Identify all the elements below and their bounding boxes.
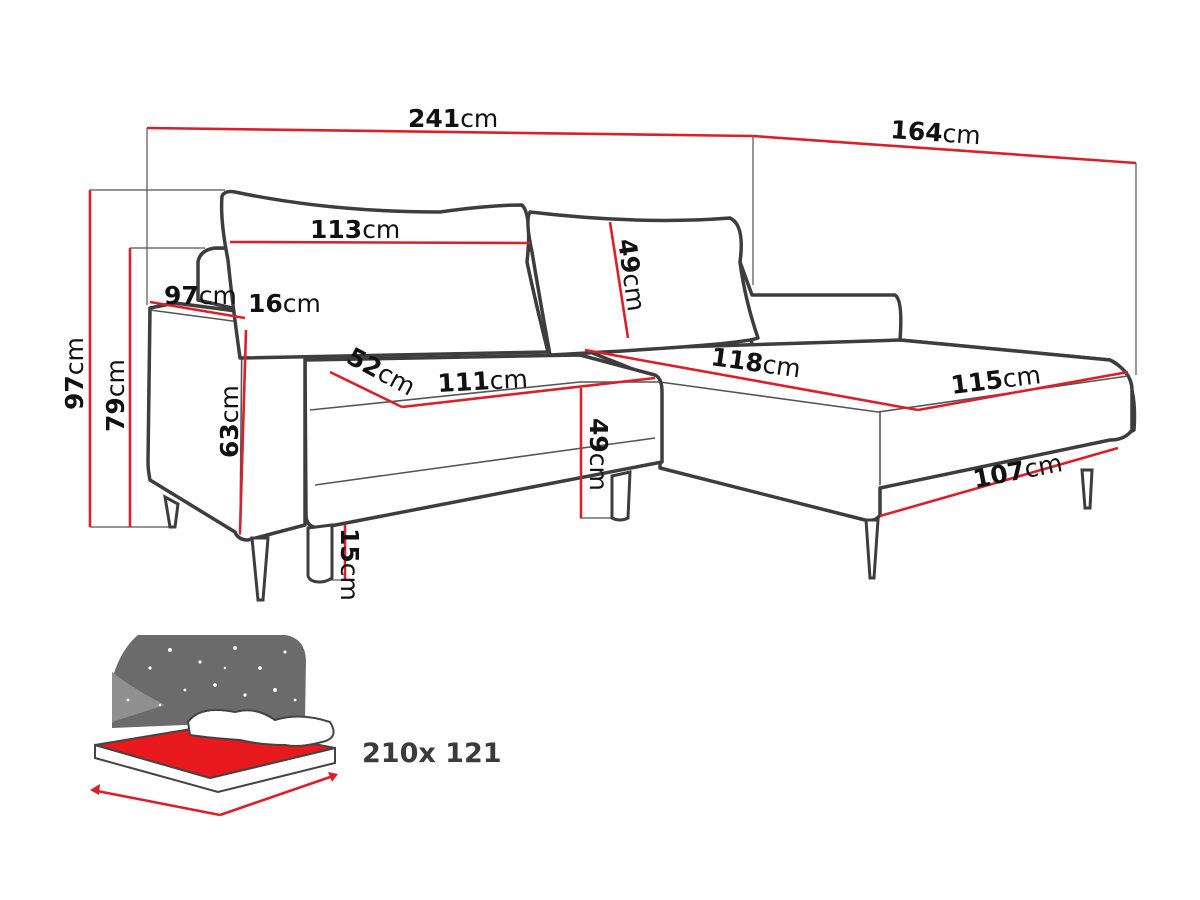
dim-line-chaise-depth [752, 134, 1137, 165]
dim-line-seat-depth [329, 370, 403, 409]
label-chaise-width: 115cm [949, 360, 1042, 400]
label-leg-height: 15cm [335, 528, 364, 601]
sofa-illustration [146, 189, 1137, 602]
bed-night-icon [90, 635, 338, 817]
label-chaise-depth: 164cm [890, 115, 982, 150]
label-chaise-length: 118cm [709, 342, 802, 383]
bed-size-label: 210x 121 [362, 738, 502, 769]
dim-line-chaise-length [584, 348, 919, 412]
dimension-lines [88, 126, 1137, 580]
label-armrest-width: 16cm [248, 289, 321, 318]
label-back-height: 79cm [101, 359, 130, 432]
stars [126, 646, 297, 707]
label-armrest-height: 63cm [215, 385, 244, 458]
dim-line-total-width [146, 126, 754, 138]
label-total-width: 241cm [408, 104, 498, 133]
label-back-cushion-width: 113cm [310, 215, 400, 244]
label-seat-height: 49cm [584, 418, 613, 491]
label-total-height: 97cm [60, 337, 89, 410]
dim-line-seat-width [401, 376, 656, 409]
dim-line-back-cushion-width [229, 240, 531, 245]
label-armrest-depth: 97cm [164, 281, 237, 310]
dim-line-chaise-front-width [879, 446, 1119, 518]
dim-line-chaise-width [917, 370, 1129, 412]
label-seat-width: 111cm [437, 364, 529, 398]
dim-line-armrest-height [238, 329, 248, 534]
dim-line-armrest-depth [149, 300, 246, 320]
label-back-cushion-height: 49cm [612, 237, 651, 313]
dim-line-back-cushion-height [608, 221, 630, 339]
